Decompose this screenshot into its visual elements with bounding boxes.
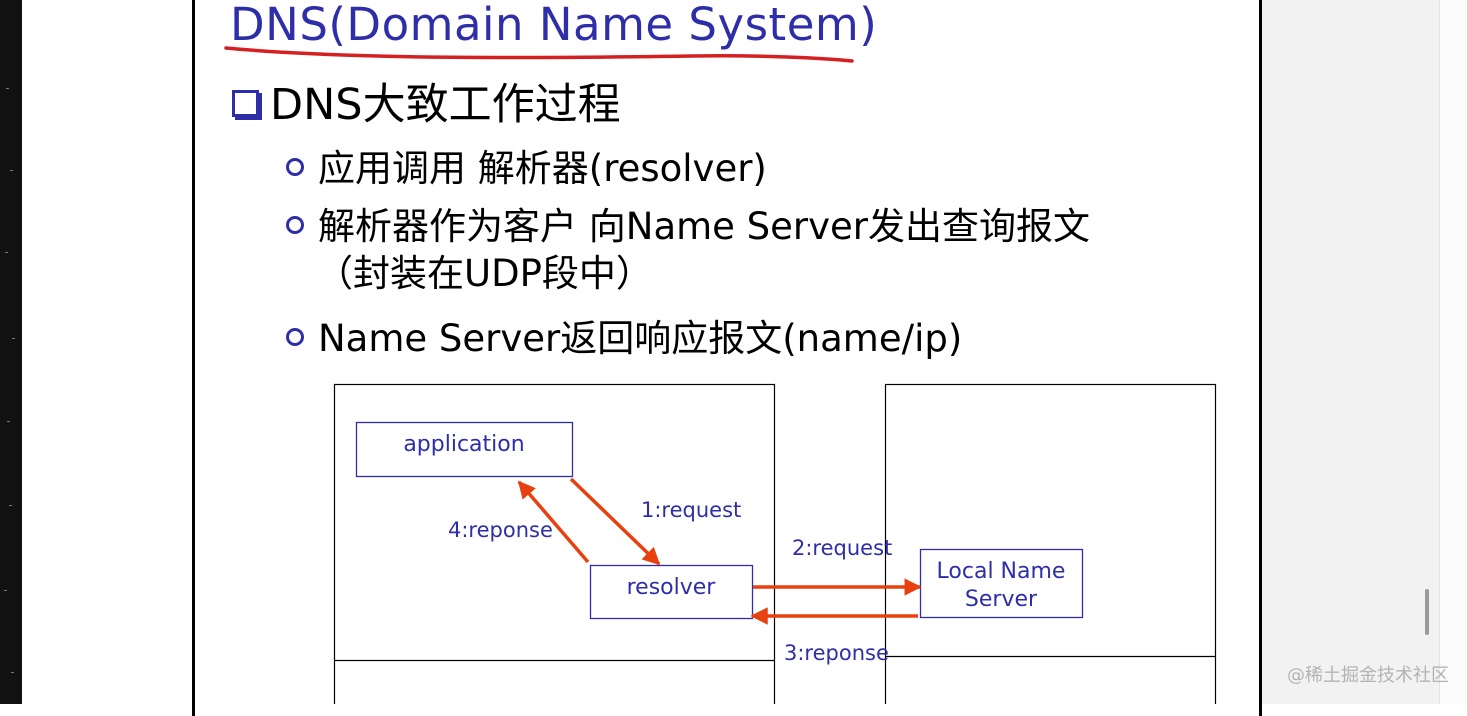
step-2-label: 2:request (792, 536, 892, 560)
heading-line: DNS大致工作过程 (232, 70, 621, 132)
title-underline (224, 46, 854, 63)
arrow-1-request (569, 477, 661, 566)
client-host-frame (333, 383, 776, 704)
left-window-edge (0, 0, 22, 704)
application-box (355, 421, 574, 478)
viewer-background (1261, 0, 1439, 704)
resolver-box (589, 564, 754, 620)
circle-bullet-icon (286, 328, 304, 346)
circle-bullet-icon (286, 158, 304, 176)
bullet-item-2: 解析器作为客户 向Name Server发出查询报文 (286, 196, 1090, 250)
application-label: application (403, 432, 524, 457)
step-4-label: 4:reponse (448, 518, 553, 542)
bullet-2-continuation: （封装在UDP段中） (316, 252, 653, 295)
arrow-4-response (517, 480, 590, 564)
scrollbar-thumb[interactable] (1425, 589, 1429, 635)
watermark-text: @稀土掘金技术社区 (1287, 665, 1449, 686)
square-bullet-icon (232, 89, 259, 117)
bullet-text-1: 应用调用 解析器(resolver) (318, 147, 767, 190)
bullet-item-1: 应用调用 解析器(resolver) (286, 138, 767, 192)
slide-title: DNS(Domain Name System) (230, 0, 878, 51)
circle-bullet-icon (286, 216, 304, 234)
heading-text: DNS大致工作过程 (270, 80, 621, 130)
bullet-item-3: Name Server返回响应报文(name/ip) (286, 308, 962, 362)
step-1-label: 1:request (641, 498, 741, 522)
bullet-text-2: 解析器作为客户 向Name Server发出查询报文 (318, 205, 1091, 248)
local-name-server-box (919, 548, 1084, 619)
local-name-server-label-2: Server (965, 587, 1038, 612)
step-3-label: 3:reponse (784, 641, 889, 665)
scrollbar-track[interactable] (1439, 0, 1467, 704)
bullet-text-3: Name Server返回响应报文(name/ip) (318, 317, 963, 360)
local-name-server-label-1: Local Name (937, 559, 1066, 584)
resolver-label: resolver (627, 575, 717, 600)
server-host-frame (884, 383, 1217, 704)
